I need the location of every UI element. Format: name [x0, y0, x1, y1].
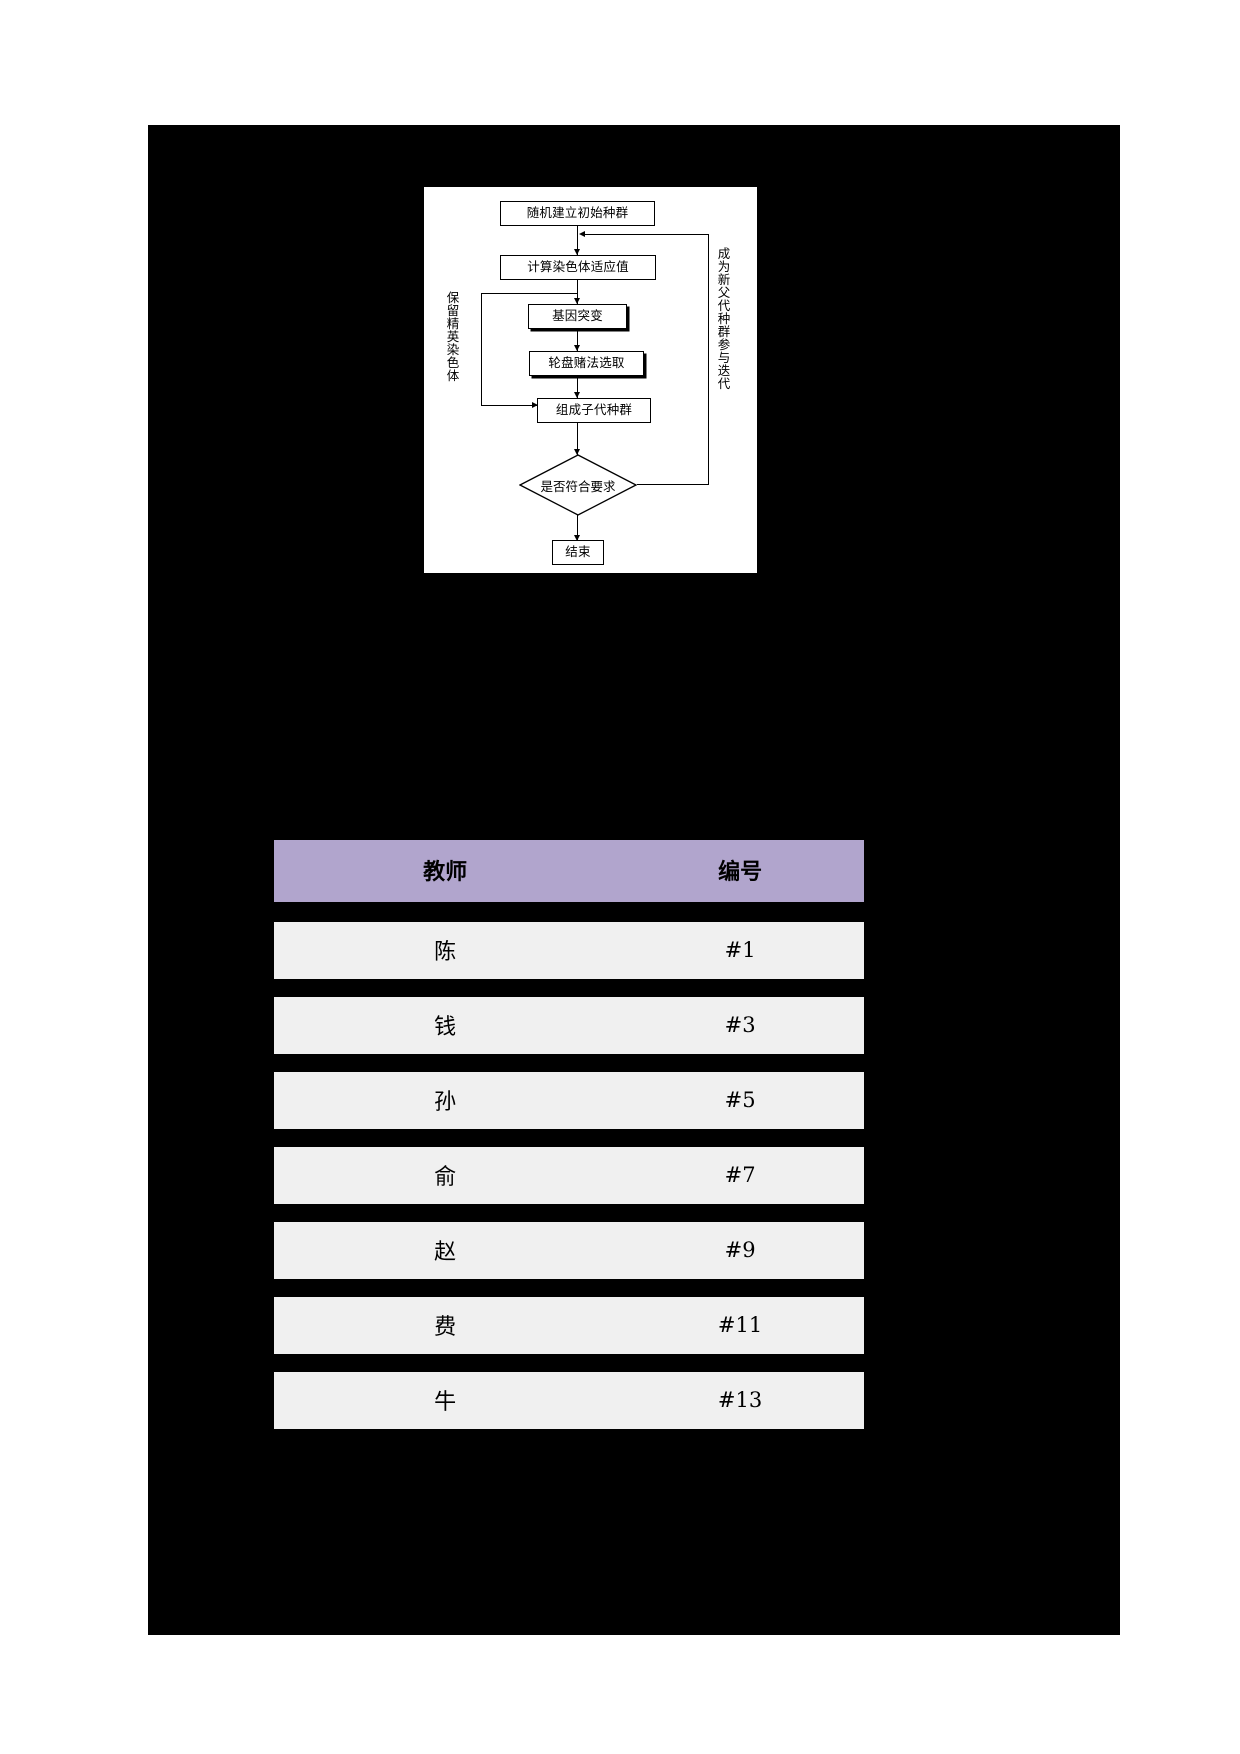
flow-node-fitness: 计算染色体适应值	[500, 255, 656, 280]
arrow-init-to-fitness	[574, 249, 580, 255]
arrow-offspring-to-decision	[574, 449, 580, 455]
flow-node-fitness-label: 计算染色体适应值	[527, 259, 629, 275]
flow-node-mutation-label: 基因突变	[552, 308, 603, 324]
connector-decision-to-end	[577, 515, 579, 541]
cell-number: #9	[616, 1222, 864, 1279]
flow-node-decision-label: 是否符合要求	[540, 478, 616, 494]
teacher-number-table: 教师 编号 陈#1 钱#3 孙#5 俞#7 赵#9 费#11 牛#13	[274, 820, 864, 1447]
flow-node-end: 结束	[552, 540, 604, 565]
table-row: 孙#5	[274, 1072, 864, 1129]
arrow-roulette-to-offspring	[574, 392, 580, 398]
cell-number: #11	[616, 1297, 864, 1354]
connector-fitness-to-mutation	[577, 280, 579, 304]
connector-elite-top	[481, 293, 577, 295]
connector-elite-bottom	[481, 405, 537, 407]
table-row: 赵#9	[274, 1222, 864, 1279]
column-header-number: 编号	[616, 838, 864, 904]
arrow-elite-into-offspring	[532, 402, 538, 408]
flow-node-init: 随机建立初始种群	[500, 201, 655, 226]
flow-node-offspring: 组成子代种群	[537, 398, 651, 423]
genetic-algorithm-flowchart: 随机建立初始种群 计算染色体适应值 基因突变 轮盘赌法选取	[424, 187, 757, 573]
connector-feedback-top	[584, 234, 709, 236]
flow-node-roulette: 轮盘赌法选取	[529, 351, 644, 376]
cell-number: #1	[616, 922, 864, 979]
table-row: 牛#13	[274, 1372, 864, 1429]
cell-teacher: 孙	[274, 1072, 617, 1129]
cell-number: #3	[616, 997, 864, 1054]
cell-teacher: 费	[274, 1297, 617, 1354]
cell-teacher: 陈	[274, 922, 617, 979]
page-canvas: 随机建立初始种群 计算染色体适应值 基因突变 轮盘赌法选取	[148, 125, 1120, 1635]
flow-node-offspring-label: 组成子代种群	[555, 402, 633, 418]
cell-number: #5	[616, 1072, 864, 1129]
arrow-mutation-to-roulette	[574, 345, 580, 351]
connector-offspring-to-decision	[577, 423, 579, 455]
connector-roulette-to-offspring	[577, 376, 579, 398]
connector-mutation-to-roulette	[577, 329, 579, 351]
annotation-become-new-parent-generation: 成为新父代种群参与迭代	[715, 247, 731, 390]
table-row: 陈#1	[274, 922, 864, 979]
flow-node-roulette-label: 轮盘赌法选取	[548, 355, 625, 371]
connector-decision-no-right	[637, 484, 709, 486]
table-row: 钱#3	[274, 997, 864, 1054]
cell-number: #7	[616, 1147, 864, 1204]
cell-number: #13	[616, 1372, 864, 1429]
table-row: 俞#7	[274, 1147, 864, 1204]
table-row: 费#11	[274, 1297, 864, 1354]
annotation-keep-elite-chromosome: 保留精英染色体	[444, 291, 460, 382]
connector-elite-down	[481, 293, 483, 406]
cell-teacher: 牛	[274, 1372, 617, 1429]
connector-decision-no-up	[708, 234, 710, 485]
cell-teacher: 俞	[274, 1147, 617, 1204]
flow-node-init-label: 随机建立初始种群	[526, 205, 629, 221]
arrow-fitness-to-mutation	[574, 298, 580, 304]
arrow-decision-to-end	[574, 535, 580, 541]
arrow-feedback-into-fitness	[579, 231, 585, 237]
connector-init-to-fitness	[577, 226, 579, 255]
flow-node-mutation: 基因突变	[528, 304, 627, 329]
flow-node-end-label: 结束	[565, 544, 591, 560]
cell-teacher: 钱	[274, 997, 617, 1054]
table-header-row: 教师 编号	[274, 838, 864, 904]
table-header: 教师 编号	[274, 838, 864, 904]
flow-node-decision: 是否符合要求	[519, 454, 637, 516]
cell-teacher: 赵	[274, 1222, 617, 1279]
table-body: 陈#1 钱#3 孙#5 俞#7 赵#9 费#11 牛#13	[274, 922, 864, 1429]
column-header-teacher: 教师	[274, 838, 617, 904]
